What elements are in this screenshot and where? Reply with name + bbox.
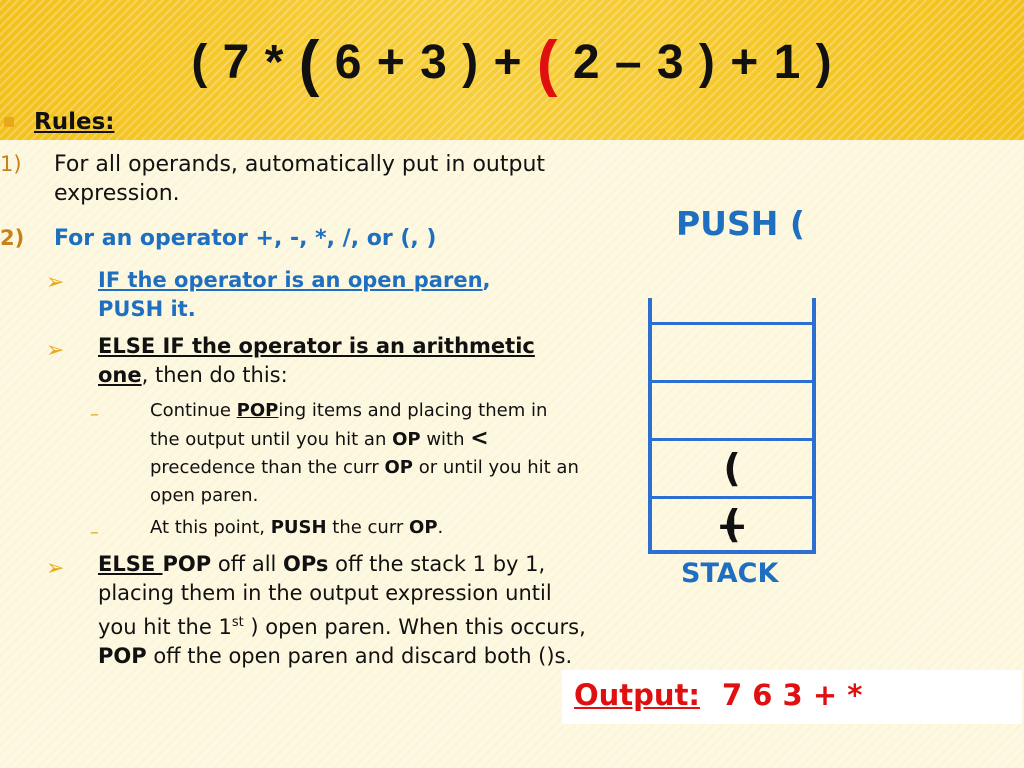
- push-keyword: PUSH: [270, 517, 327, 538]
- sub-rule-open-paren-comma: ,: [482, 268, 491, 292]
- title-highlight-paren: (: [536, 29, 559, 98]
- rule-number-1: 1): [0, 152, 22, 176]
- text-fragment: ) open paren. When this occurs,: [243, 615, 586, 639]
- arrow-bullet-icon: ➢: [46, 270, 65, 295]
- op-keyword: OP: [384, 457, 413, 478]
- stack-slot: (: [652, 438, 812, 496]
- sub-sub-rule-continue: Continue POPing items and placing them i…: [150, 397, 580, 510]
- pop-keyword: POP: [98, 644, 147, 668]
- rule-number-2: 2): [0, 226, 25, 250]
- text-fragment: the curr: [326, 517, 410, 538]
- pop-keyword: POP: [162, 552, 212, 576]
- text-fragment: precedence than the curr: [150, 457, 385, 478]
- ordinal-suffix: st: [231, 615, 244, 630]
- push-action-label: PUSH (: [676, 204, 805, 243]
- sub-sub-rule-push: At this point, PUSH the curr OP.: [150, 514, 580, 542]
- stack-label: STACK: [681, 558, 779, 589]
- op-keyword: OP: [392, 429, 421, 450]
- title-part-5: 2 – 3 ) + 1 ): [558, 36, 833, 89]
- slide-title: ( 7 * ( 6 + 3 ) + ( 2 – 3 ) + 1 ): [0, 28, 1024, 99]
- content-background: [0, 140, 1024, 768]
- text-fragment: off all: [211, 552, 284, 576]
- text-fragment: .: [437, 517, 444, 538]
- sub-rule-else: ELSE POP off all OPs off the stack 1 by …: [98, 550, 588, 671]
- stack-slot-bottom: (: [652, 496, 812, 549]
- sub-rule-arithmetic-condition: ELSE IF the operator is an arithmetic on…: [98, 334, 535, 387]
- else-keyword: ELSE: [98, 552, 163, 576]
- text-fragment: off the open paren and discard both ()s.: [146, 644, 573, 668]
- sub-rule-arithmetic-rest: , then do this:: [141, 363, 288, 387]
- square-bullet-icon: [4, 117, 14, 127]
- text-fragment: with: [420, 429, 471, 450]
- output-box: Output: 7 6 3 + *: [562, 670, 1022, 724]
- arrow-bullet-icon: ➢: [46, 556, 65, 581]
- text-fragment: off the stack 1 by 1, placing them in th…: [98, 552, 552, 639]
- output-label: Output:: [574, 678, 701, 712]
- sub-rule-open-paren-action: PUSH it.: [98, 297, 196, 321]
- dash-bullet-icon: –: [90, 522, 99, 543]
- dash-bullet-icon: –: [90, 404, 99, 425]
- text-fragment: or until you hit an open paren.: [150, 457, 579, 506]
- stack-slot: [652, 380, 812, 438]
- rule-text-2: For an operator +, -, *, /, or (, ): [54, 226, 437, 251]
- rule-text-1: For all operands, automatically put in o…: [54, 152, 546, 206]
- pop-keyword: POP: [236, 400, 279, 421]
- title-open-paren: (: [298, 29, 321, 98]
- ops-keyword: OPs: [283, 552, 329, 576]
- arrow-bullet-icon: ➢: [46, 338, 65, 363]
- sub-rule-arithmetic: ELSE IF the operator is an arithmetic on…: [98, 332, 578, 390]
- rules-heading-label: Rules:: [34, 109, 115, 135]
- op-keyword: OP: [409, 517, 438, 538]
- sub-rule-open-paren-condition: IF the operator is an open paren: [98, 268, 483, 292]
- text-fragment: At this point,: [150, 517, 271, 538]
- less-than-symbol: <: [470, 426, 489, 451]
- title-part-3: 6 + 3 ) +: [320, 36, 537, 89]
- text-fragment: Continue: [150, 400, 237, 421]
- sub-rule-open-paren: IF the operator is an open paren, PUSH i…: [98, 266, 578, 324]
- title-part-1: ( 7 *: [191, 36, 299, 89]
- stack-slot: [652, 322, 812, 380]
- output-value: 7 6 3 + *: [722, 678, 863, 712]
- text-fragment: ing items and placing them in the output…: [150, 400, 548, 450]
